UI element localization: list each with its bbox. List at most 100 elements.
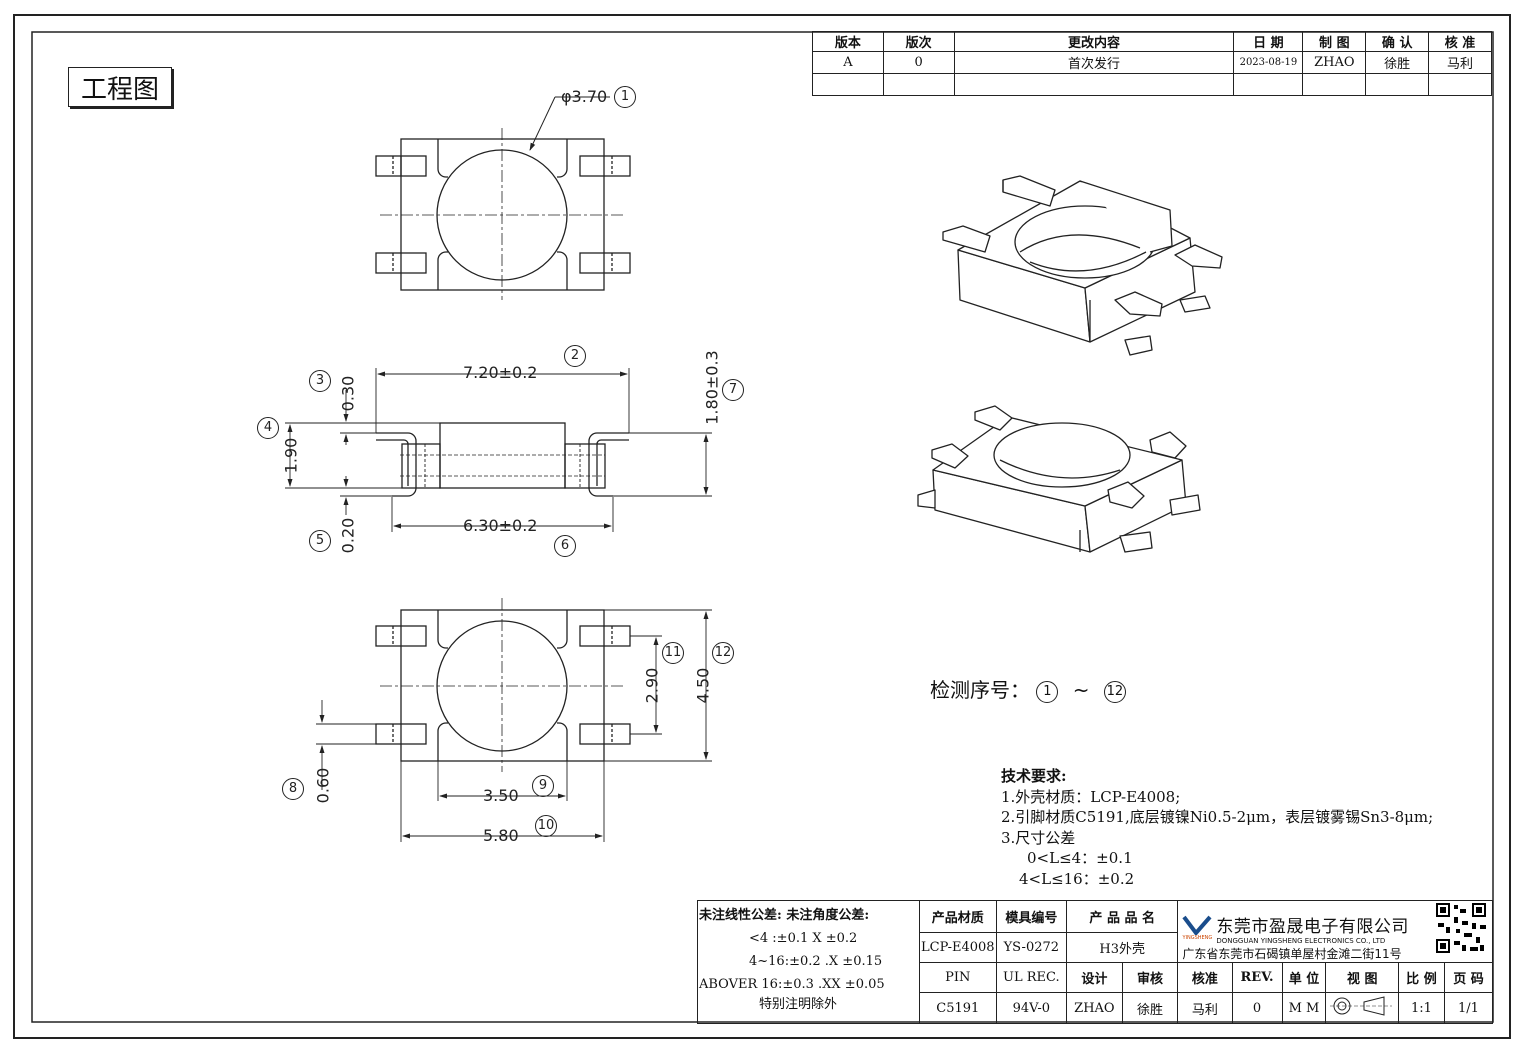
projection-symbol-icon [1325,992,1399,1024]
isometric-view-bottom [917,405,1201,553]
tolerance-block: 未注线性公差: 未注角度公差: <4 :±0.1 X ±0.2 4~16:±0.… [699,904,918,1016]
dim-1-balloon: 1 [614,86,636,108]
tb-header: 模具编号 [995,900,1068,933]
company-english: DONGGUAN YINGSHENG ELECTRONICS CO., LTD [1216,936,1386,945]
tb-header: 产品材质 [919,900,997,933]
rev-cell: 0 [882,51,955,74]
dim-9-value: 3.50 [483,786,519,805]
dim-11-balloon: 11 [662,642,684,664]
dim-6-balloon: 6 [554,535,576,557]
bottom-view-dimensions [316,609,712,842]
tolerance-row: ABOVER 16:±0.3 .XX ±0.05 [699,977,885,992]
inspection-sequence: 检测序号： 1 ~ 12 [930,674,1126,703]
inner-border [31,31,1494,1023]
qr-code-icon [1434,901,1488,955]
tb-name: H3外壳 [1066,931,1179,963]
tb-header: 视 图 [1325,962,1399,993]
top-view [375,96,631,300]
tb-header: REV. [1231,962,1283,993]
tb-header: 设计 [1066,962,1123,993]
revision-table: 版本 版次 更改内容 日 期 制 图 确 认 核 准 A 0 首次发行 2023… [812,31,1492,96]
tb-header: 单 位 [1281,962,1327,993]
tb-pin: C5191 [919,992,997,1024]
rev-header: 制 图 [1302,31,1367,52]
tech-requirements: 技术要求: 1.外壳材质：LCP-E4008; 2.引脚材质C5191,底层镀镍… [1001,766,1433,889]
dim-7-balloon: 7 [722,379,744,401]
dim-2-balloon: 2 [564,345,586,367]
drawing-title: 工程图 [68,67,172,107]
outer-border [13,14,1511,1039]
dim-3-balloon: 3 [309,370,331,392]
rev-cell: A [812,51,884,74]
tb-header: 页 码 [1443,962,1494,993]
rev-cell: 首次发行 [953,51,1235,74]
isometric-view-top [942,175,1223,356]
tb-header: PIN [919,962,997,993]
dim-10-value: 5.80 [483,826,519,845]
dim-11-value: 2.90 [642,667,662,704]
dim-5-balloon: 5 [309,530,331,552]
rev-cell: 2023-08-19 [1233,51,1304,74]
tb-approve: 马利 [1177,992,1233,1024]
company-cell: YINGSHENG 东莞市盈晟电子有限公司 DONGGUAN YINGSHENG… [1177,900,1493,963]
tolerance-row: <4 :±0.1 X ±0.2 [749,931,858,946]
tech-line: 1.外壳材质：LCP-E4008; [1001,787,1181,806]
title-block: 产品材质 模具编号 产 品 品 名 YINGSHENG 东莞市盈晟电子有限公司 … [919,900,1494,1024]
tolerance-row: 特别注明除外 [759,997,838,1012]
company-logo: YINGSHENG [1182,915,1212,941]
dim-1-value: φ3.70 [561,87,608,106]
tb-unit: M M [1281,992,1327,1024]
dim-2-value: 7.20±0.2 [463,363,538,382]
dim-7-value: 1.80±0.3 [702,350,722,425]
tb-page: 1/1 [1443,992,1494,1024]
tb-header: 核准 [1177,962,1233,993]
rev-header: 确 认 [1365,31,1430,52]
tb-header: 产 品 品 名 [1066,900,1179,933]
company-address: 广东省东莞市石碣镇单屋村金滩二街11号 [1182,947,1402,961]
side-view-dimensions [285,368,712,532]
tb-mold: YS-0272 [995,931,1068,963]
inspection-from: 1 [1036,680,1059,703]
tech-line: 0<L≤4：±0.1 [1027,849,1133,867]
company-name: 东莞市盈晟电子有限公司 [1216,916,1409,937]
dim-12-value: 4.50 [693,667,713,704]
tb-header: 审核 [1121,962,1179,993]
tb-header: 比 例 [1397,962,1445,993]
side-view [376,422,629,497]
tb-header: UL REC. [995,962,1068,993]
tolerance-frame [697,900,920,1024]
tb-material: LCP-E4008 [919,931,997,963]
tb-ul: 94V-0 [995,992,1068,1024]
dim-6-value: 6.30±0.2 [463,516,538,535]
rev-header: 日 期 [1233,31,1304,52]
tech-line: 3.尺寸公差 [1001,828,1076,847]
tb-scale: 1:1 [1397,992,1445,1024]
inspection-to: 12 [1103,680,1126,703]
tb-review: 徐胜 [1121,992,1179,1024]
rev-cell: 徐胜 [1365,51,1430,74]
inspection-sep: ~ [1072,678,1090,702]
rev-header: 更改内容 [953,31,1235,52]
logo-mark-icon [1182,915,1212,935]
dim-9-balloon: 9 [532,775,554,797]
dim-4-balloon: 4 [257,417,279,439]
inspection-label: 检测序号： [930,678,1030,702]
dim-8-balloon: 8 [282,778,304,800]
dim-3-value: 0.30 [338,375,358,412]
tech-line: 2.引脚材质C5191,底层镀镍Ni0.5-2μm，表层镀雾锡Sn3-8μm; [1001,808,1434,826]
rev-header: 版次 [882,31,955,52]
tolerance-header: 未注线性公差: 未注角度公差: [699,908,870,923]
dim-12-balloon: 12 [712,642,734,664]
rev-header: 核 准 [1428,31,1492,52]
bottom-view [375,598,631,772]
tech-line: 4<L≤16：±0.2 [1019,869,1135,888]
dim-4-value: 1.90 [281,437,301,474]
dim-8-value: 0.60 [313,767,333,804]
rev-cell: 马利 [1428,51,1492,74]
dim-10-balloon: 10 [535,815,557,837]
dim-5-value: 0.20 [338,517,358,554]
rev-header: 版本 [812,31,884,52]
tolerance-row: 4~16:±0.2 .X ±0.15 [749,954,883,969]
logo-text: YINGSHENG [1182,935,1213,941]
